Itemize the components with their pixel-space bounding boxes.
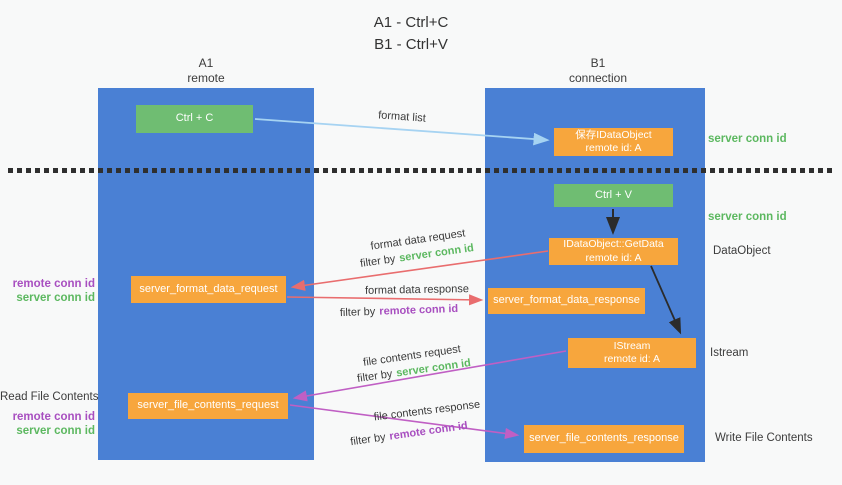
node-server-file-contents-request: server_file_contents_request [128,393,288,419]
node-idataobject-getdata: IDataObject::GetData remote id: A [549,238,678,265]
node-istream: IStream remote id: A [568,338,696,368]
label-left-conn-ids-bottom: remote conn id server conn id [0,410,95,439]
server-conn-id-label: server conn id [16,292,95,305]
node-getdata-line2: remote id: A [585,251,642,264]
node-save-idataobject: 保存IDataObject remote id: A [554,128,673,156]
label-server-conn-id-2: server conn id [708,211,787,223]
column-header-b1: B1 connection [538,56,658,86]
column-a1-name: A1 [198,56,214,70]
node-format-response-label: server_format_data_response [493,294,640,307]
node-format-request-label: server_format_data_request [139,282,278,295]
server-conn-id-label: server conn id [16,425,95,438]
node-ctrl-v: Ctrl + V [554,184,673,207]
diagram-title: A1 - Ctrl+C B1 - Ctrl+V [0,12,822,56]
arrow-format-data-response [286,294,484,306]
remote-conn-id-label: remote conn id [12,278,95,290]
node-save-idataobject-line1: 保存IDataObject [575,128,652,141]
node-file-response-label: server_file_contents_response [529,432,679,445]
node-ctrl-c-label: Ctrl + C [175,112,214,125]
node-istream-line1: IStream [613,339,651,352]
node-istream-line2: remote id: A [603,353,661,365]
column-a1-subtitle: remote [187,71,225,85]
node-server-format-data-request: server_format_data_request [131,276,286,303]
column-b1-subtitle: connection [568,71,628,85]
label-format-data-response: format data response [364,283,470,297]
label-server-conn-id-1: server conn id [708,133,787,145]
column-b1-name: B1 [590,56,606,70]
dotted-separator-line [8,168,834,173]
label-read-file-contents: Read File Contents [0,391,99,403]
remote-conn-id-text: remote conn id [379,302,459,318]
node-ctrl-c: Ctrl + C [136,105,253,133]
label-dataobject: DataObject [713,245,771,257]
label-istream: Istream [710,347,749,359]
node-server-file-contents-response: server_file_contents_response [524,425,684,453]
node-getdata-line1: IDataObject::GetData [563,238,664,251]
label-write-file-contents: Write File Contents [715,432,813,444]
node-file-request-label: server_file_contents_request [137,399,279,412]
remote-conn-id-text: remote conn id [388,419,469,443]
node-save-idataobject-line2: remote id: A [585,142,642,154]
remote-conn-id-label: remote conn id [12,411,95,423]
filter-by-text: filter by [349,431,387,449]
filter-by-text: filter by [356,368,394,385]
node-ctrl-v-label: Ctrl + V [595,188,632,201]
filter-by-text: filter by [339,305,376,320]
title-line-1: A1 - Ctrl+C [373,14,449,31]
title-line-2: B1 - Ctrl+V [374,35,448,53]
label-left-conn-ids-top: remote conn id server conn id [0,277,95,306]
filter-by-text: filter by [359,253,397,270]
column-header-a1: A1 remote [146,56,266,86]
node-server-format-data-response: server_format_data_response [488,288,645,314]
label-format-list: format list [377,109,427,125]
